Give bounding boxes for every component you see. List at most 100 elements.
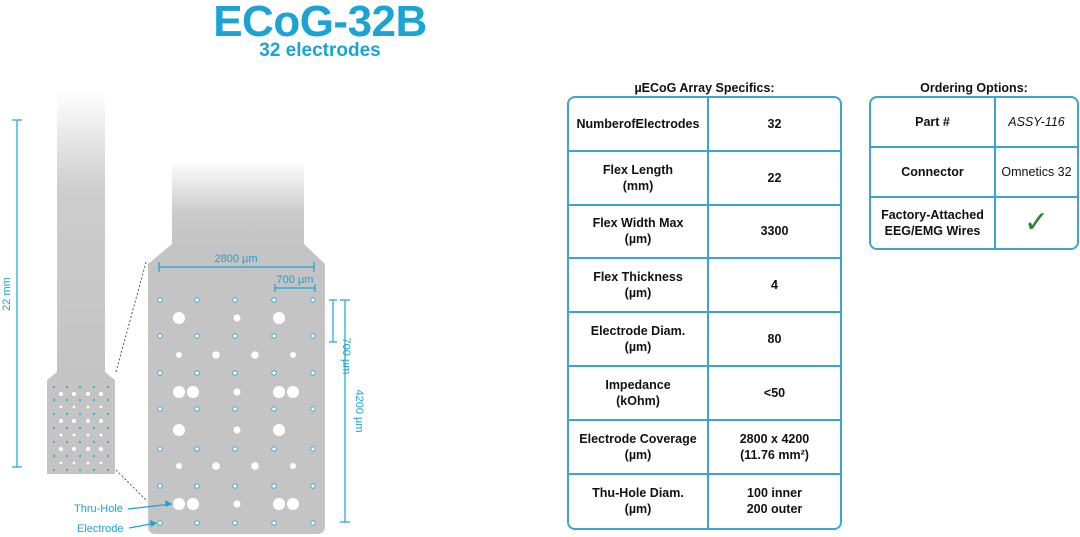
electrode-dot: [232, 520, 238, 526]
electrode-dot: [271, 406, 277, 412]
height-dimension: 4200 µm: [340, 299, 365, 523]
spec-row: Flex Width Max (µm)3300: [569, 205, 840, 260]
ordering-caption: Ordering Options:: [920, 81, 1028, 95]
electrode-dot: [79, 455, 81, 457]
thru-hole: [273, 424, 285, 436]
electrode-dot: [107, 427, 109, 429]
width-label: 2800 µm: [214, 253, 257, 265]
electrode-label: Electrode: [77, 523, 123, 535]
spec-label: Thu-Hole Diam. (µm): [569, 474, 709, 529]
electrode-dot: [93, 469, 95, 471]
ordering-value: ASSY-116: [996, 98, 1077, 148]
spec-value: 80: [709, 313, 840, 367]
thru-hole: [173, 386, 185, 398]
thru-hole: [86, 419, 90, 423]
thru-hole-callout: Thru-Hole: [74, 500, 173, 515]
electrode-dot: [93, 427, 95, 429]
electrode-dot: [66, 441, 68, 443]
thru-hole: [212, 351, 220, 359]
electrode-dot: [79, 469, 81, 471]
electrode-dot: [271, 333, 277, 339]
thru-hole: [72, 405, 76, 409]
thru-hole: [233, 388, 241, 396]
electrode-dot: [271, 370, 277, 376]
spec-row: Flex Length (mm)22: [569, 151, 840, 206]
electrode-dot: [107, 455, 109, 457]
height-label: 4200 µm: [353, 389, 365, 432]
thru-hole: [59, 433, 63, 437]
electrode-dot: [79, 413, 81, 415]
electrode-dot: [194, 333, 200, 339]
thru-hole: [86, 392, 90, 396]
electrode-dot: [310, 406, 316, 412]
thru-hole: [72, 461, 76, 465]
thru-hole: [99, 447, 103, 451]
thru-hole: [251, 462, 259, 470]
spec-row: Thu-Hole Diam. (µm)100 inner 200 outer: [569, 474, 840, 529]
thru-hole-label: Thru-Hole: [74, 503, 123, 515]
thru-hole: [59, 461, 63, 465]
electrode-dot: [93, 399, 95, 401]
electrode-dot: [107, 469, 109, 471]
thru-hole: [59, 392, 63, 396]
electrode-dot: [66, 427, 68, 429]
electrode-dot: [107, 399, 109, 401]
spec-label: Flex Width Max (µm): [569, 205, 709, 260]
ordering-label: Factory-Attached EEG/EMG Wires: [871, 198, 996, 248]
electrode-dot: [157, 446, 163, 452]
thru-hole: [233, 500, 241, 508]
electrode-dot: [66, 386, 68, 388]
spec-label: Impedance (kOhm): [569, 366, 709, 421]
electrode-dot: [271, 297, 277, 303]
thru-hole: [86, 461, 90, 465]
thru-hole: [59, 405, 63, 409]
electrode-dot: [310, 520, 316, 526]
ordering-value-check: ✓: [996, 198, 1077, 248]
spec-row: Flex Thickness (µm)4: [569, 259, 840, 314]
electrode-dot: [310, 446, 316, 452]
page-title: ECoG-32B: [213, 0, 427, 46]
thru-hole: [290, 463, 296, 469]
spec-value: 22: [709, 152, 840, 206]
thru-hole: [99, 433, 103, 437]
electrode-dot: [232, 483, 238, 489]
electrode-dot: [53, 399, 55, 401]
electrode-dot: [310, 483, 316, 489]
thru-hole: [86, 447, 90, 451]
thru-hole: [99, 419, 103, 423]
spec-value: 2800 x 4200 (11.76 mm²): [709, 421, 840, 475]
electrode-dot: [232, 406, 238, 412]
electrode-dot: [194, 297, 200, 303]
length-label: 22 mm: [1, 277, 13, 311]
spec-value: <50: [709, 367, 840, 421]
electrode-dot: [53, 441, 55, 443]
electrode-dot: [93, 386, 95, 388]
electrode-dot: [232, 370, 238, 376]
large-electrode-grid: [157, 297, 316, 526]
pitch-h-dimension: 700 µm: [274, 274, 316, 292]
thru-hole: [72, 392, 76, 396]
electrode-dot: [310, 333, 316, 339]
electrode-dot: [66, 413, 68, 415]
electrode-dot: [107, 413, 109, 415]
thru-hole: [99, 405, 103, 409]
page-subtitle: 32 electrodes: [259, 40, 381, 61]
thru-hole: [273, 386, 285, 398]
thru-hole: [176, 463, 182, 469]
electrode-dot: [79, 386, 81, 388]
electrode-dot: [232, 446, 238, 452]
electrode-dot: [157, 483, 163, 489]
electrode-dot: [194, 483, 200, 489]
thru-hole: [233, 426, 241, 434]
spec-label: Flex Thickness (µm): [569, 259, 709, 314]
electrode-dot: [107, 441, 109, 443]
electrode-dot: [194, 406, 200, 412]
pitch-v-dimension: 700 µm: [329, 299, 352, 374]
thru-hole: [287, 386, 299, 398]
electrode-dot: [271, 520, 277, 526]
electrode-dot: [53, 469, 55, 471]
thru-hole: [290, 352, 296, 358]
electrode-dot: [53, 413, 55, 415]
